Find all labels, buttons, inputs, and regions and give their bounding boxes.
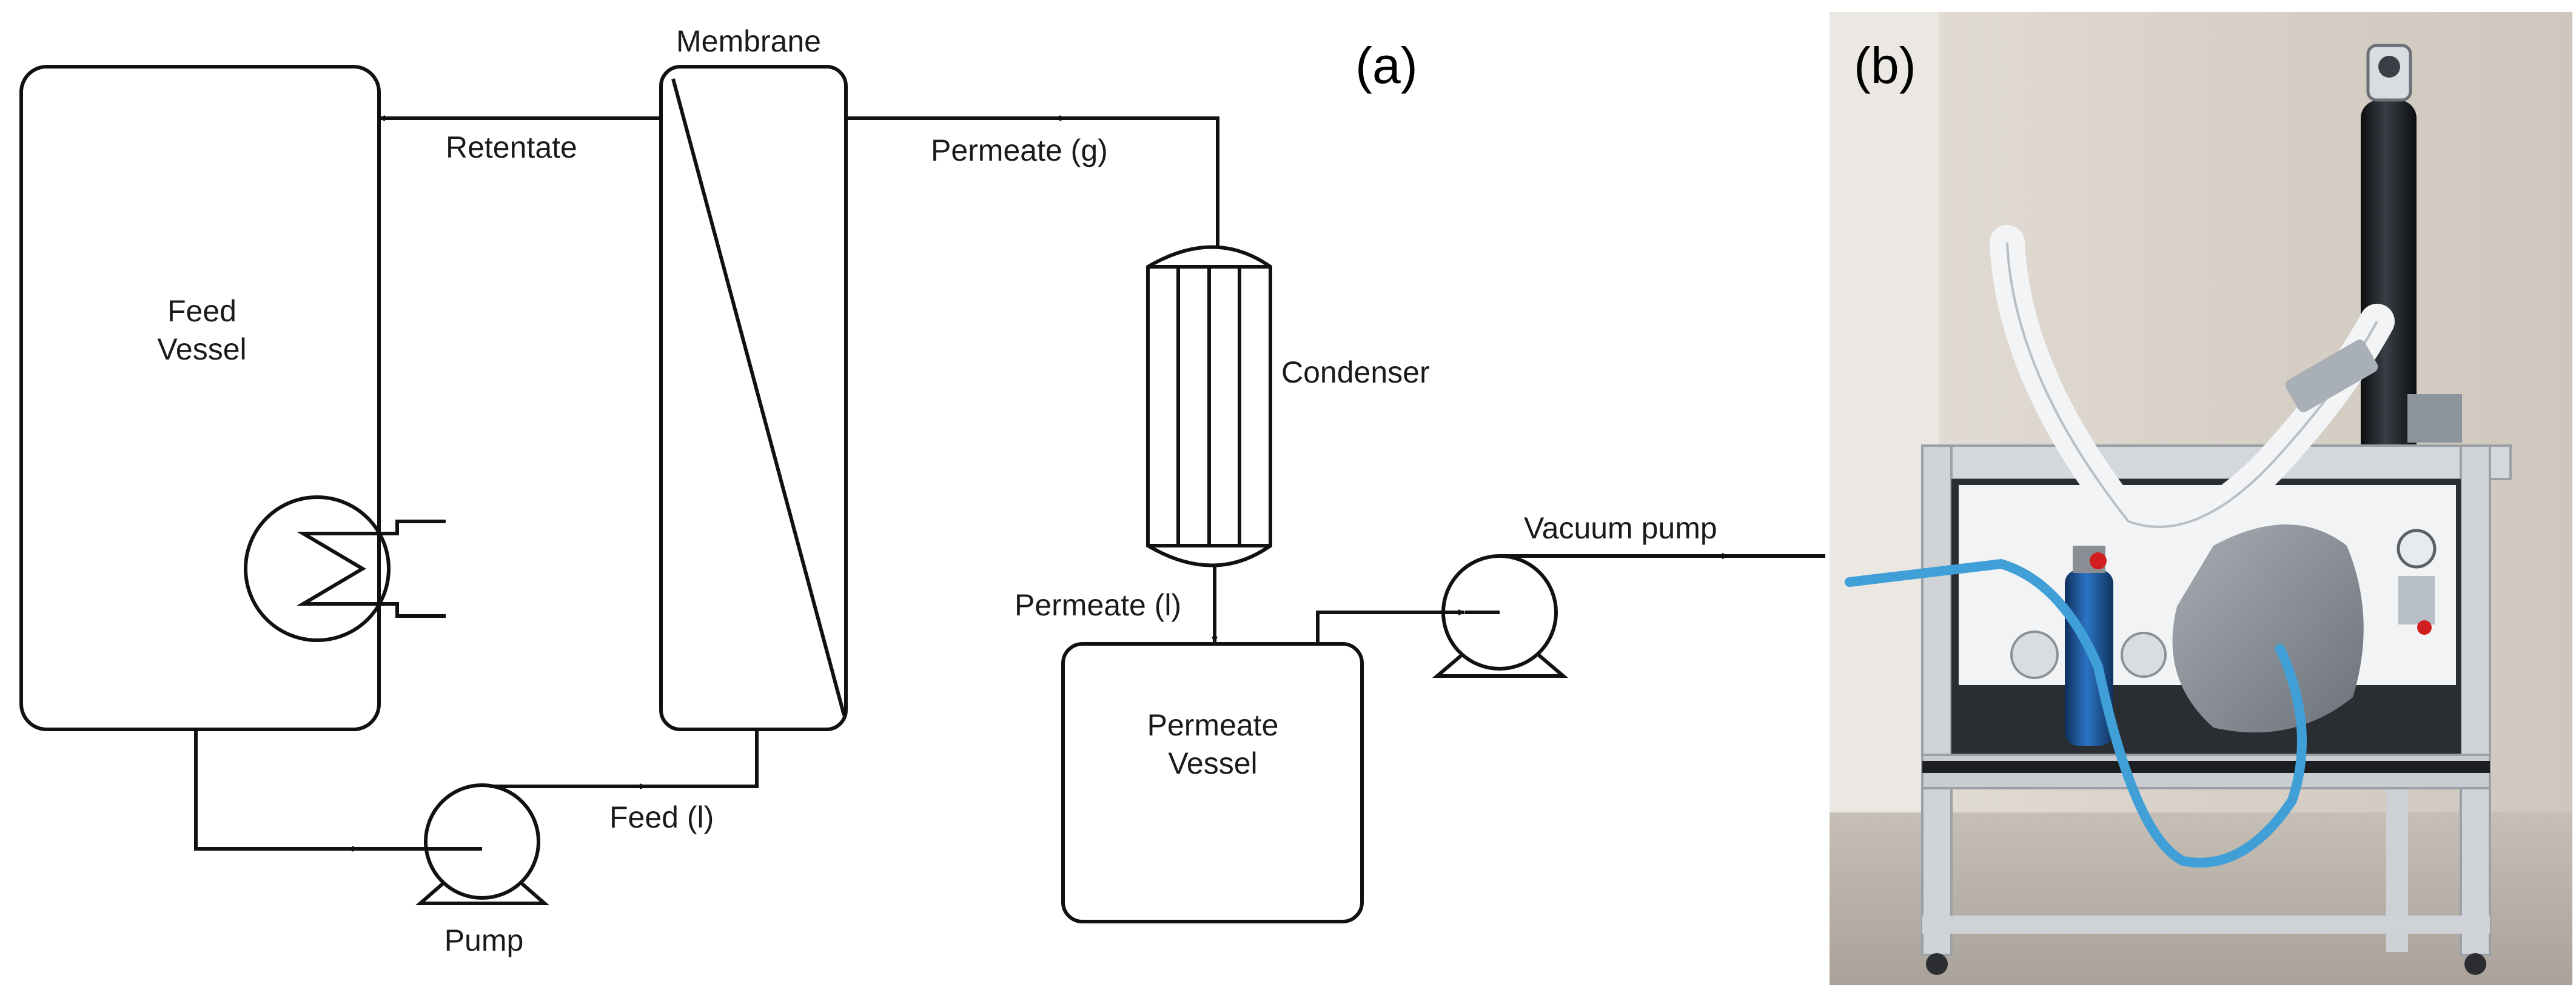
glass-bulb-right <box>2121 632 2167 678</box>
red-valve-left <box>2090 552 2107 569</box>
glass-bulb-left <box>2010 631 2059 679</box>
frame-right-post <box>2460 444 2491 956</box>
membrane-module <box>659 65 848 731</box>
retentate-label: Retentate <box>446 130 577 164</box>
black-gas-cylinder <box>2361 100 2417 464</box>
frame-left-post <box>1921 444 1953 956</box>
condenser-label: Condenser <box>1281 355 1430 389</box>
feed-l-label: Feed (l) <box>609 800 714 834</box>
steel-flange-box <box>2407 394 2462 443</box>
permeate-vessel <box>1061 642 1364 923</box>
feed-vessel-outlet-line <box>194 729 359 852</box>
permeate-vessel-label-line1: Permeate <box>1147 708 1279 742</box>
lower-rail <box>1922 916 2490 934</box>
blue-hose <box>1845 558 2307 868</box>
feed-vessel <box>19 65 381 731</box>
permeate-g-label: Permeate (g) <box>931 133 1108 167</box>
permeate-gas-line-2 <box>1055 116 1219 249</box>
feed-pump-icon <box>415 783 634 905</box>
bottom-rail <box>1922 761 2490 773</box>
red-valve-knob <box>2417 620 2432 635</box>
panel-b-label: (b) <box>1854 37 1916 94</box>
pressure-gauge <box>2397 529 2437 569</box>
cylinder-gauge-face <box>2378 56 2400 78</box>
photo-floor <box>1830 812 2572 985</box>
vacuum-pump-label: Vacuum pump <box>1524 511 1717 545</box>
controller-box <box>2398 576 2435 624</box>
vacuum-pump-icon <box>1432 554 1825 678</box>
wheel-right <box>2464 953 2486 975</box>
permeate-l-label: Permeate (l) <box>1015 588 1181 622</box>
panel-b-photo: (b) <box>1830 12 2572 985</box>
wheel-left <box>1926 953 1948 975</box>
heat-exchanger-icon <box>244 495 446 642</box>
panel-a-label: (a) <box>1355 37 1418 94</box>
steel-pipe-assembly <box>2285 340 2378 412</box>
frame-top-rail <box>1921 444 2512 480</box>
feed-vessel-label-line1: Feed <box>167 294 236 328</box>
condenser <box>1146 245 1272 567</box>
vacuum-line-in <box>1316 609 1466 644</box>
membrane-label: Membrane <box>676 24 821 58</box>
grey-insulation-cover <box>2172 524 2364 733</box>
feed-vessel-label-line2: Vessel <box>157 332 246 366</box>
feed-line-2 <box>643 729 759 788</box>
permeate-vessel-label-line2: Vessel <box>1168 746 1257 780</box>
pump-label: Pump <box>444 923 524 957</box>
panel-a-diagram: (a) Feed Vessel Membrane Retentate Perme… <box>19 24 1825 957</box>
